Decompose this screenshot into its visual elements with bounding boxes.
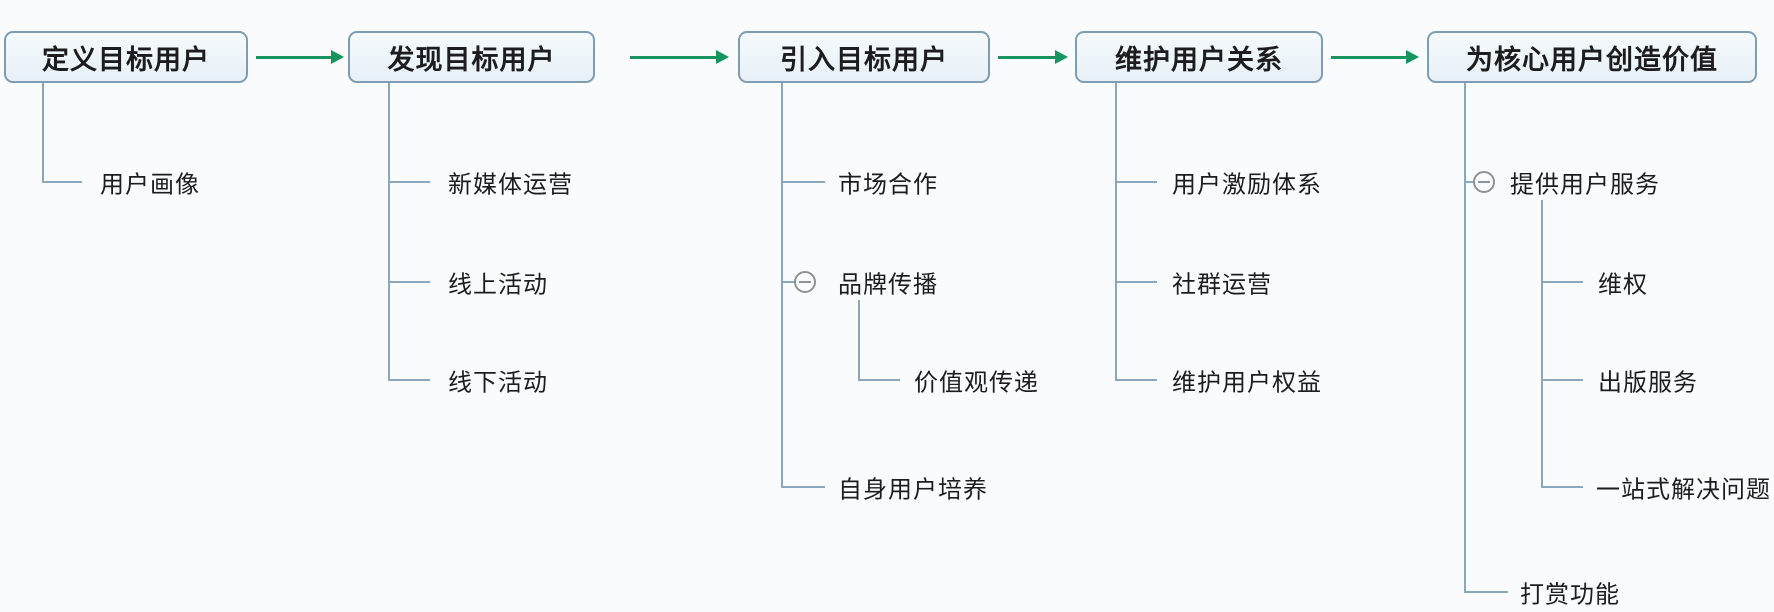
branch-line — [1115, 379, 1157, 381]
topic-rights-protection[interactable]: 维权 — [1598, 270, 1648, 299]
flow-arrowhead-icon — [1406, 50, 1419, 64]
branch-line — [1541, 486, 1583, 488]
branch-line — [42, 83, 44, 183]
topic-user-persona[interactable]: 用户画像 — [100, 170, 200, 199]
topic-community-operation[interactable]: 社群运营 — [1172, 270, 1272, 299]
branch-line — [1464, 591, 1508, 593]
flow-arrowhead-icon — [1055, 50, 1068, 64]
flow-arrowhead-icon — [716, 50, 729, 64]
discover-target-users-node[interactable]: 发现目标用户 — [348, 31, 595, 83]
topic-offline-activity[interactable]: 线下活动 — [448, 368, 548, 397]
branch-line — [388, 181, 430, 183]
topic-new-media-operation[interactable]: 新媒体运营 — [448, 170, 573, 199]
collapse-minus-icon-brand-communication[interactable] — [794, 271, 816, 293]
branch-line — [1115, 83, 1117, 381]
branch-line — [1115, 281, 1157, 283]
flow-arrow-3 — [998, 56, 1056, 59]
topic-market-cooperation[interactable]: 市场合作 — [838, 170, 938, 199]
branch-line — [42, 181, 82, 183]
branch-line — [1541, 200, 1543, 488]
branch-line — [781, 83, 783, 488]
maintain-user-relations-node[interactable]: 维护用户关系 — [1075, 31, 1323, 83]
branch-line — [388, 83, 390, 381]
branch-line — [388, 281, 430, 283]
topic-values-transmission[interactable]: 价值观传递 — [914, 368, 1039, 397]
topic-protect-user-rights[interactable]: 维护用户权益 — [1172, 368, 1322, 397]
branch-line — [1541, 281, 1583, 283]
flow-arrowhead-icon — [331, 50, 344, 64]
branch-line — [1541, 379, 1583, 381]
flow-arrow-1 — [256, 56, 332, 59]
branch-line — [781, 281, 795, 283]
branch-line — [781, 486, 825, 488]
branch-line — [1464, 83, 1466, 593]
topic-provide-user-services[interactable]: 提供用户服务 — [1510, 170, 1660, 199]
branch-line — [1115, 181, 1157, 183]
topic-user-incentive-system[interactable]: 用户激励体系 — [1172, 170, 1322, 199]
topic-brand-communication[interactable]: 品牌传播 — [838, 270, 938, 299]
branch-line — [858, 379, 900, 381]
define-target-users-node[interactable]: 定义目标用户 — [4, 31, 248, 83]
topic-one-stop-solution[interactable]: 一站式解决问题 — [1596, 475, 1771, 504]
branch-line — [781, 181, 825, 183]
topic-own-user-cultivation[interactable]: 自身用户培养 — [838, 475, 988, 504]
collapse-minus-icon-provide-user-services[interactable] — [1473, 171, 1495, 193]
flow-arrow-4 — [1331, 56, 1407, 59]
topic-reward-feature[interactable]: 打赏功能 — [1520, 580, 1620, 609]
flow-arrow-2 — [630, 56, 717, 59]
create-value-for-core-users-node[interactable]: 为核心用户创造价值 — [1427, 31, 1757, 83]
topic-online-activity[interactable]: 线上活动 — [448, 270, 548, 299]
branch-line — [858, 300, 860, 381]
branch-line — [388, 379, 430, 381]
introduce-target-users-node[interactable]: 引入目标用户 — [738, 31, 990, 83]
topic-publishing-service[interactable]: 出版服务 — [1598, 368, 1698, 397]
branch-line — [1464, 181, 1476, 183]
